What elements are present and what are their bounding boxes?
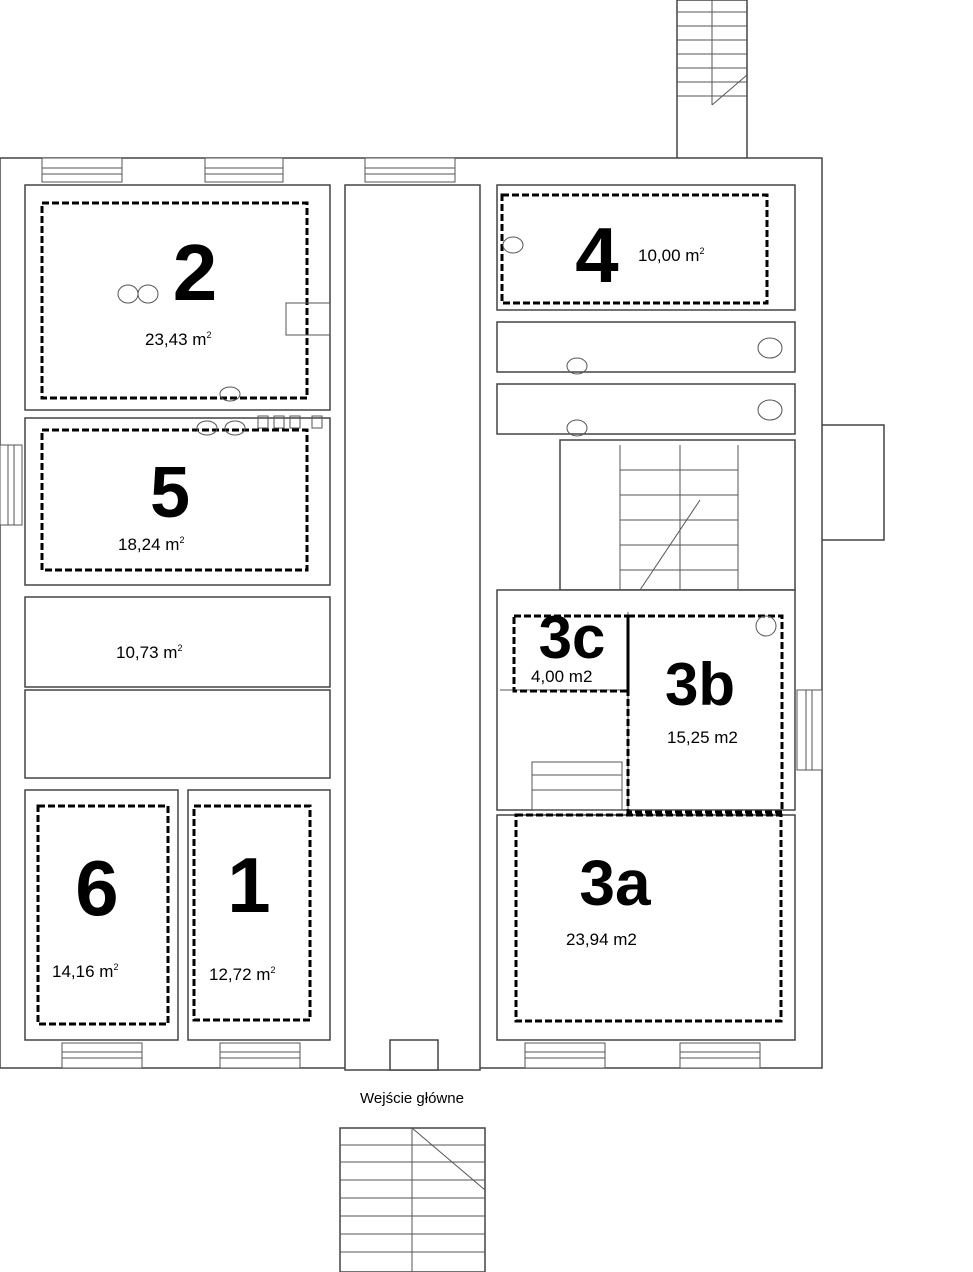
rental-areas (36, 193, 784, 1026)
room-area-1: 12,72 m2 (209, 965, 275, 984)
rear-stairs (676, 0, 748, 161)
room-area-corridor-room: 10,73 m2 (116, 643, 182, 662)
room-area-3c: 4,00 m2 (531, 667, 592, 686)
room-number-1: 1 (227, 841, 270, 929)
room-number-3c: 3c (539, 604, 606, 671)
room-interiors (24, 184, 796, 1071)
room-number-3b: 3b (665, 651, 735, 718)
sanitary-fixtures (117, 236, 783, 637)
room-area-3a: 23,94 m2 (566, 930, 637, 949)
room-number-6: 6 (75, 844, 118, 932)
entrance-stairs (339, 1127, 486, 1272)
room-area-4: 10,00 m2 (638, 246, 704, 265)
room-number-3a: 3a (579, 847, 651, 919)
room-number-5: 5 (150, 453, 190, 533)
windows (0, 157, 823, 1069)
room-area-6: 14,16 m2 (52, 962, 118, 981)
room-number-4: 4 (575, 211, 618, 299)
room-area-2: 23,43 m2 (145, 330, 211, 349)
side-annex (819, 424, 885, 541)
room-number-2: 2 (173, 228, 218, 317)
room-area-5: 18,24 m2 (118, 535, 184, 554)
entrance-label: Wejście główne (360, 1090, 464, 1107)
room-area-3b: 15,25 m2 (667, 728, 738, 747)
